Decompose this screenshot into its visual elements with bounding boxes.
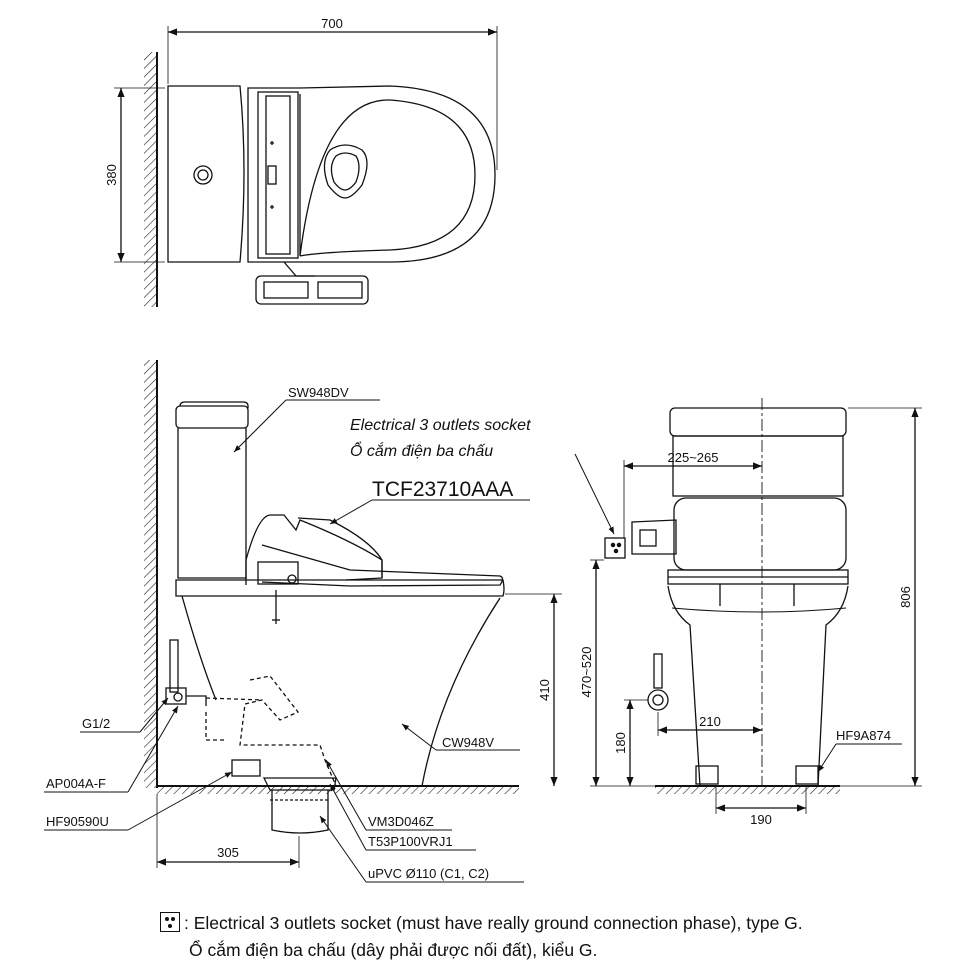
top-tank <box>167 85 245 263</box>
leader-gasket <box>325 759 367 831</box>
front-seat <box>673 497 847 571</box>
leader-seat <box>329 499 373 525</box>
top-seat-inner <box>299 94 476 257</box>
label-stop-valve: AP004A-F <box>46 776 106 791</box>
side-wall-hatch <box>144 360 156 788</box>
label-bowl: CW948V <box>442 735 494 750</box>
label-floor-bolt: HF9A874 <box>836 728 891 743</box>
footnote-vi: Ổ cắm điện ba chấu (dây phải được nối đấ… <box>189 940 598 960</box>
side-drain-pipe <box>271 790 329 834</box>
leader-flange <box>329 783 367 851</box>
dim-700-label: 700 <box>321 16 343 31</box>
side-seat-lid <box>245 514 383 585</box>
socket-icon <box>160 912 180 932</box>
dim-180-label: 180 <box>613 732 628 754</box>
side-tank-body <box>177 428 247 579</box>
leader-tank <box>233 399 287 453</box>
side-bowl-back <box>181 595 217 701</box>
side-flange <box>231 759 261 777</box>
side-bowl-front <box>421 597 501 787</box>
leader-floor-bolt <box>817 743 837 773</box>
socket-label-en: Electrical 3 outlets socket <box>350 417 531 434</box>
side-stop-valve <box>165 687 187 705</box>
side-seat-ring <box>261 544 504 587</box>
front-tank-lid <box>669 407 847 437</box>
front-socket <box>604 537 626 559</box>
label-thread: G1/2 <box>82 716 110 731</box>
leader-drain <box>319 815 367 883</box>
side-tank-lid <box>175 405 249 429</box>
front-seat-side-unit <box>631 519 677 555</box>
dim-210-label: 210 <box>699 714 721 729</box>
label-tank: SW948DV <box>288 385 349 400</box>
dim-190-label: 190 <box>750 812 772 827</box>
top-wall-hatch <box>144 52 156 307</box>
side-seat-hinge <box>257 561 299 585</box>
label-seat: TCF23710AAA <box>372 478 513 501</box>
socket-label-vi: Ổ cắm điện ba chấu <box>350 441 493 460</box>
label-gasket: VM3D046Z <box>368 814 434 829</box>
label-flange: T53P100VRJ1 <box>368 834 453 849</box>
footnote-en: : Electrical 3 outlets socket (must have… <box>184 913 803 933</box>
front-view <box>574 398 922 814</box>
leader-socket <box>574 453 615 535</box>
label-drain: uPVC Ø110 (C1, C2) <box>368 866 489 881</box>
top-view <box>114 26 498 307</box>
side-bowl-rim <box>175 579 505 597</box>
leader-supply-hose <box>127 771 233 831</box>
top-bowl-hole-inner <box>330 152 360 191</box>
dim-806-label: 806 <box>898 586 913 608</box>
front-floor-hatch <box>655 786 840 794</box>
top-flush-button <box>193 165 213 185</box>
side-supply-pipe <box>169 639 179 693</box>
front-floor-bolt-right <box>795 765 819 785</box>
top-remote-right-keys <box>317 281 363 299</box>
top-bowl-outline <box>247 85 496 263</box>
top-seat-hinge-box <box>257 91 299 259</box>
side-view <box>44 360 562 883</box>
front-stop-valve <box>647 689 669 711</box>
top-remote-left-keys <box>263 281 309 299</box>
top-seat-hinge-inner <box>265 95 291 255</box>
front-floor-bolt-left <box>695 765 719 785</box>
side-trapway <box>239 675 337 787</box>
leader-thread <box>139 697 169 733</box>
leader-stop-valve <box>127 705 179 793</box>
top-seat-slider <box>267 165 277 185</box>
dim-470-520-label: 470~520 <box>579 647 594 698</box>
front-bowl-right <box>817 585 849 787</box>
front-bowl-left <box>667 585 701 787</box>
front-supply-pipe <box>653 653 663 689</box>
top-bowl-hole <box>323 144 368 199</box>
leader-bowl <box>401 723 437 751</box>
footnote-en-row: : Electrical 3 outlets socket (must have… <box>160 912 803 934</box>
dim-380-label: 380 <box>104 164 119 186</box>
top-flush-button-inner <box>197 169 209 181</box>
side-floor-hatch <box>157 786 519 794</box>
top-remote-cable <box>283 261 315 277</box>
side-supply-hose <box>186 695 207 706</box>
dim-305-label: 305 <box>217 845 239 860</box>
side-tank-lid-top <box>179 401 249 408</box>
top-remote-panel <box>255 275 369 305</box>
dim-410-label: 410 <box>537 679 552 701</box>
dim-225-265-label: 225~265 <box>668 450 719 465</box>
label-supply-hose: HF90590U <box>46 814 109 829</box>
